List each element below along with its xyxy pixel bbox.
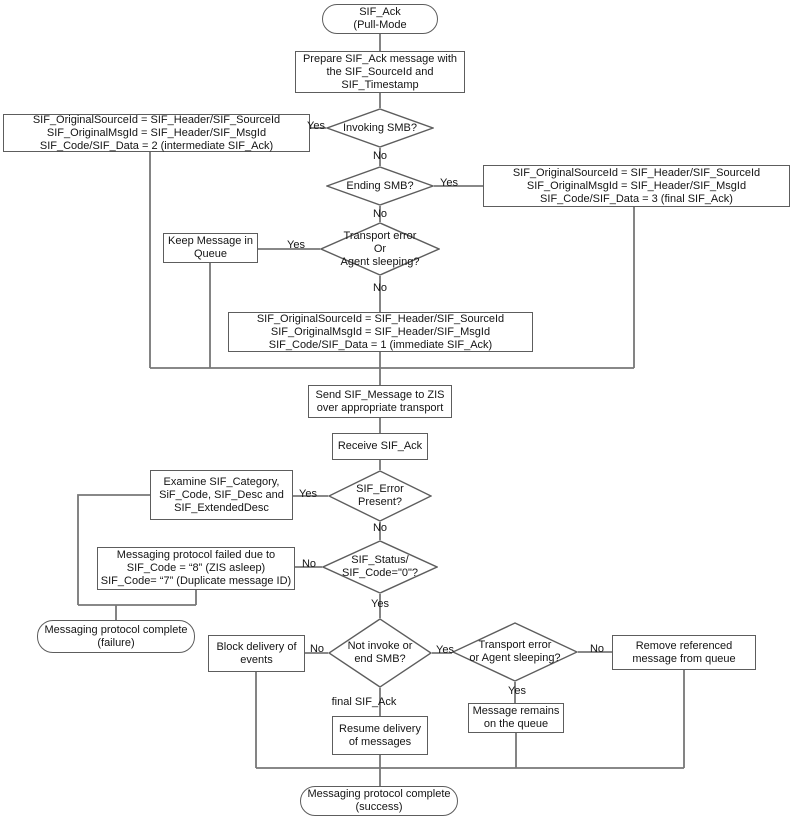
node-text: (failure) [97,636,135,649]
node-text: of messages [348,735,412,748]
edge-label-invoking-yes: Yes [307,120,325,132]
edge-label-siferror-no: No [372,522,388,534]
node-text: Present? [357,496,403,508]
decision-sif-status-zero: SIF_Status/ SIF_Code="0"? [322,540,438,594]
process-final-ack: SIF_OriginalSourceId = SIF_Header/SIF_So… [483,165,790,207]
node-text: SIF_Error [356,483,404,495]
node-text: SIF_Code= “7” (Duplicate message ID) [100,575,292,587]
edge-label-transport2-yes: Yes [508,685,526,697]
node-text: the SIF_SourceId and [326,65,434,78]
node-text: SIF_ExtendedDesc [174,501,269,514]
node-text: over appropriate transport [316,401,444,414]
node-text: message from queue [632,652,736,665]
node-text: Messaging protocol complete [44,623,188,636]
decision-transport-error-sleeping-2: Transport error or Agent sleeping? [452,622,578,682]
process-intermediate-ack: SIF_OriginalSourceId = SIF_Header/SIF_So… [3,114,310,152]
edge-label-transport1-yes: Yes [287,239,305,251]
process-resume-delivery: Resume delivery of messages [332,716,428,755]
node-text: Send SIF_Message to ZIS [315,388,445,401]
node-text: Invoking SMB? [343,121,417,134]
node-text: SiF_Code, SIF_Desc and [159,488,284,501]
edge-label-transport2-no: No [589,643,605,655]
diamond-shape [452,622,578,682]
process-examine-error-fields: Examine SIF_Category, SiF_Code, SIF_Desc… [150,470,293,520]
node-text: SIF_OriginalSourceId = SIF_Header/SIF_So… [32,113,281,126]
label-final-sif-ack: final SIF_Ack [331,696,397,708]
node-text: SIF_Code="0"? [342,567,418,579]
node-text: Ending SMB? [346,179,414,192]
diamond-shape [320,222,440,276]
process-receive-ack: Receive SIF_Ack [332,433,428,460]
node-text: Transport error [343,229,417,242]
diamond-shape [328,470,432,522]
node-text: SIF_OriginalSourceId = SIF_Header/SIF_So… [256,312,505,325]
node-text: SIF_Ack [359,6,401,18]
node-text: SIF_Status/ [351,554,409,566]
terminator-start: SIF_Ack (Pull-Mode [322,4,438,34]
decision-invoking-smb: Invoking SMB? [326,108,434,148]
edge-label-sifstatus-yes: Yes [371,598,389,610]
decision-not-invoke-end-smb: Not invoke or end SMB? [328,618,432,688]
edge-label-notinvoke-no: No [309,643,325,655]
node-text: SIF_OriginalMsgId = SIF_Header/SIF_MsgId [526,179,747,192]
decision-transport-error-sleeping: Transport error Or Agent sleeping? [320,222,440,276]
process-block-delivery: Block delivery of events [208,635,305,672]
edge-label-ending-yes: Yes [440,177,458,189]
terminator-protocol-success: Messaging protocol complete (success) [300,786,458,816]
process-keep-message-queue: Keep Message in Queue [163,233,258,263]
node-text: (Pull-Mode [353,19,407,31]
edge-label-siferror-yes: Yes [299,488,317,500]
node-text: SIF_OriginalSourceId = SIF_Header/SIF_So… [512,166,761,179]
diamond-shape [322,540,438,594]
node-text: SIF_Code = “8” (ZIS asleep) [126,562,266,574]
node-text: SIF_Code/SIF_Data = 3 (final SIF_Ack) [540,192,733,205]
diamond-shape [328,618,432,688]
edge-label-sifstatus-no: No [301,558,317,570]
edge-label-transport1-no: No [372,282,388,294]
diamond-shape [326,166,434,206]
node-text: events [240,653,273,666]
process-protocol-failed-codes: Messaging protocol failed due to SIF_Cod… [97,547,295,590]
node-text: SIF_Code/SIF_Data = 2 (intermediate SIF_… [39,139,274,152]
process-remove-message-queue: Remove referenced message from queue [612,635,756,670]
node-text: Not invoke or [347,640,413,652]
node-text: SIF_Timestamp [341,78,419,91]
node-text: SIF_OriginalMsgId = SIF_Header/SIF_MsgId [46,126,267,139]
process-immediate-ack: SIF_OriginalSourceId = SIF_Header/SIF_So… [228,312,533,352]
node-text: Resume delivery [339,722,421,735]
node-text: Queue [193,248,228,260]
node-text: SIF_OriginalMsgId = SIF_Header/SIF_MsgId [270,325,491,338]
edge-label-ending-no: No [372,208,388,220]
node-text: Or [373,242,387,255]
node-text: or Agent sleeping? [469,652,561,664]
node-text: Examine SIF_Category, [163,475,280,488]
decision-sif-error-present: SIF_Error Present? [328,470,432,522]
diamond-shape [326,108,434,148]
process-send-message-zis: Send SIF_Message to ZIS over appropriate… [308,385,452,418]
edge-label-notinvoke-yes: Yes [436,644,454,656]
node-text: Agent sleeping? [340,255,420,268]
node-text: Block delivery of [216,640,297,653]
node-text: end SMB? [354,653,406,665]
node-text: Keep Message in [168,235,253,247]
edge-label-invoking-no: No [372,150,388,162]
node-text: Prepare SIF_Ack message with [302,52,458,65]
terminator-protocol-failure: Messaging protocol complete (failure) [37,620,195,653]
node-text: Remove referenced [635,639,733,652]
node-text: on the queue [483,718,549,730]
process-message-remains-queue: Message remains on the queue [468,703,564,733]
node-text: Messaging protocol complete [307,788,451,800]
node-text: SIF_Code/SIF_Data = 1 (immediate SIF_Ack… [268,338,493,351]
node-text: Messaging protocol failed due to [116,549,276,561]
process-prepare-ack: Prepare SIF_Ack message with the SIF_Sou… [295,51,465,93]
node-text: Transport error [478,639,552,651]
node-text: Message remains [472,705,560,717]
decision-ending-smb: Ending SMB? [326,166,434,206]
node-text: Receive SIF_Ack [337,440,423,452]
node-text: (success) [355,801,403,813]
edge-examine-failure [77,494,150,605]
